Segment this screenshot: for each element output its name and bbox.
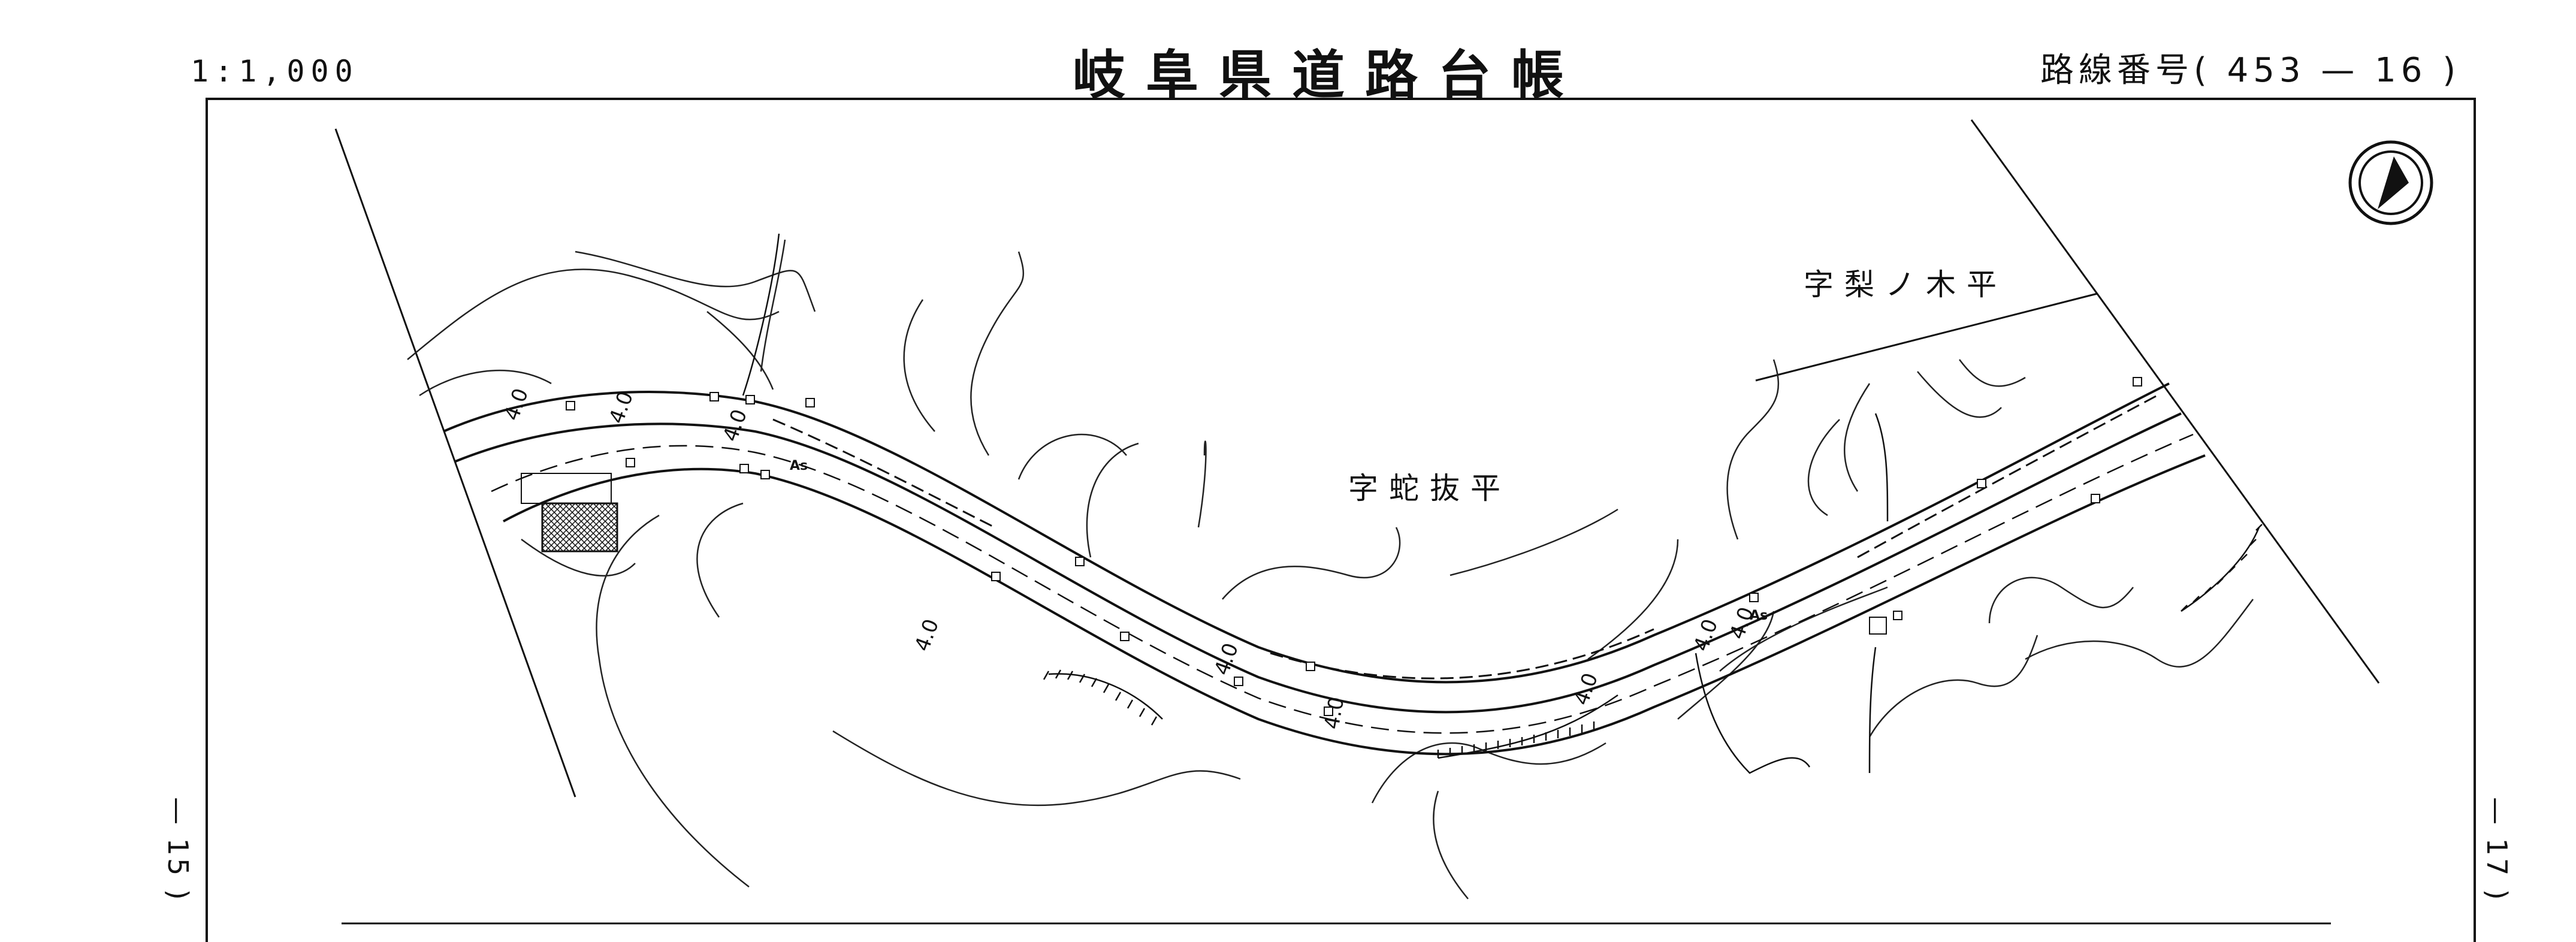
route-number: ( 453 — 16 ) — [2194, 51, 2461, 90]
building-hatched — [521, 473, 618, 552]
cliff-marks — [1043, 524, 2263, 759]
route-number-label: 路線番号( 453 — 16 ) — [2040, 43, 2460, 92]
map-frame — [206, 98, 2476, 942]
surface-label: As — [790, 458, 808, 473]
ditch-lines — [772, 394, 2158, 680]
map-scale: 1:1,000 — [191, 54, 359, 89]
prev-page-ref: — 15 ) — [162, 797, 194, 902]
route-label: 路線番号 — [2040, 51, 2194, 90]
page-title: 岐阜県道路台帳 — [1073, 44, 1585, 106]
place-name-jaunukidaira: 字蛇抜平 — [1348, 471, 1511, 506]
next-page-ref: — 17 ) — [2481, 797, 2513, 902]
place-name-nashinokidaira: 字梨ノ木平 — [1804, 267, 2007, 302]
contour-lines — [407, 239, 2254, 899]
boundary-lines — [334, 119, 2380, 798]
road-outline — [443, 382, 2206, 756]
stream — [742, 233, 1889, 774]
structure-symbols — [566, 377, 2142, 716]
surface-label: As — [1750, 608, 1768, 623]
north-arrow-icon — [2348, 140, 2433, 225]
